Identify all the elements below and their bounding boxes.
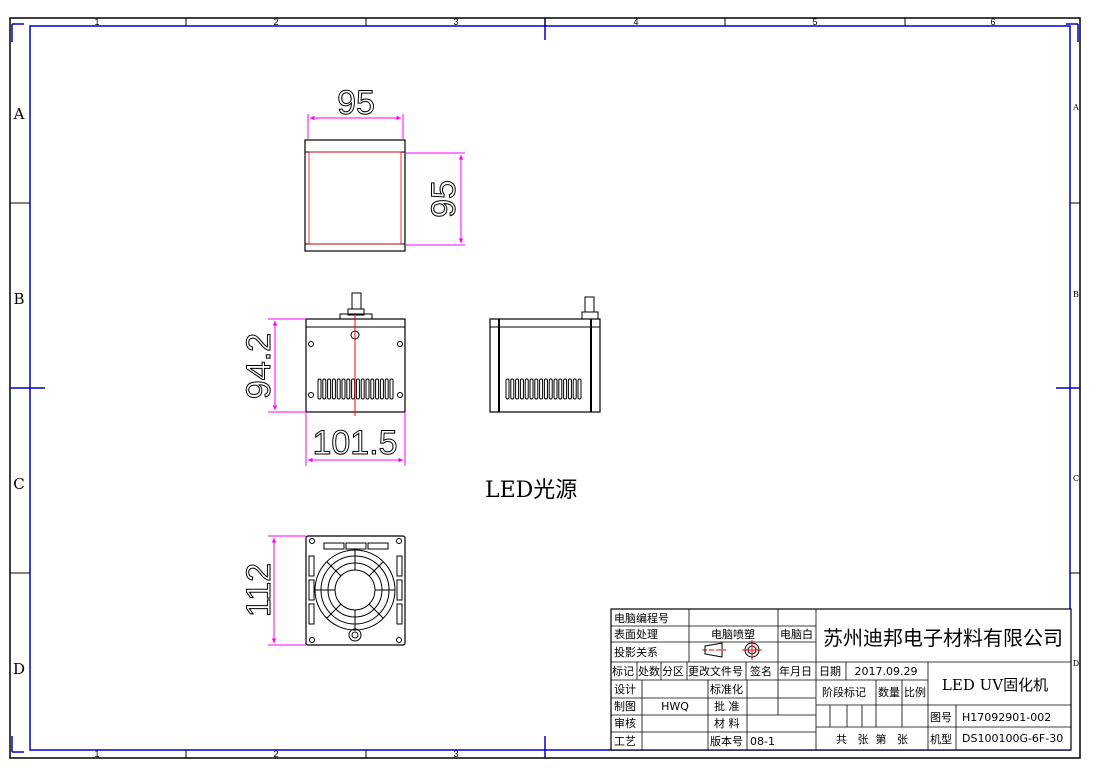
label-projection: 投影关系 — [614, 645, 658, 659]
vent-slot — [322, 378, 327, 400]
dimension-top-width: 95 — [337, 84, 375, 122]
rev-header: 标记 — [612, 664, 634, 678]
vent-slot — [351, 378, 356, 400]
vent-slot — [355, 378, 360, 400]
dimension-top-height: 95 — [425, 180, 463, 218]
vent-slot — [389, 378, 394, 400]
vent-slot — [529, 378, 534, 400]
column-label: 4 — [633, 17, 638, 27]
product-name: LED UV固化机 — [942, 676, 1048, 694]
vent-slot — [365, 378, 370, 400]
vent-slot — [375, 378, 380, 400]
front-view: 94.2 101.5 — [240, 292, 406, 466]
vent-slot — [577, 378, 582, 400]
vent-slot — [336, 378, 341, 400]
label-review: 审核 — [614, 716, 636, 730]
top-view: 95 95 — [304, 84, 465, 252]
column-label: 6 — [990, 17, 995, 27]
label-stage: 阶段标记 — [822, 685, 866, 699]
vent-slot — [341, 378, 346, 400]
bottom-view: 112 — [240, 535, 406, 646]
vent-slot — [331, 378, 336, 400]
label-process: 工艺 — [614, 735, 636, 748]
vent-slot — [360, 378, 365, 400]
vent-slot — [534, 378, 539, 400]
row-label: D — [1073, 659, 1079, 668]
row-label: D — [13, 660, 25, 678]
vent-slot — [567, 378, 572, 400]
dimension-front-width: 101.5 — [312, 424, 397, 462]
label-program-no: 电脑编程号 — [614, 611, 669, 625]
row-label: A — [1072, 103, 1079, 112]
column-label: 2 — [273, 749, 278, 759]
version-value: 08-1 — [750, 735, 775, 748]
dimension-front-height: 94.2 — [240, 333, 278, 399]
vent-slot — [572, 378, 577, 400]
drawer-value: HWQ — [661, 700, 689, 713]
row-label: B — [13, 290, 24, 308]
label-surface-treatment: 表面处理 — [614, 627, 658, 641]
label-drawing-no: 图号 — [930, 711, 952, 724]
label-version: 版本号 — [710, 734, 743, 748]
surface-treatment-value: 电脑喷塑 — [711, 627, 755, 641]
column-label: 1 — [94, 17, 99, 27]
vent-slot — [553, 378, 558, 400]
rev-header: 签名 — [750, 664, 772, 678]
date-value: 2017.09.29 — [855, 665, 918, 678]
vent-slot — [384, 378, 389, 400]
rev-header: 分区 — [662, 665, 684, 678]
side-view — [489, 296, 601, 413]
column-label: 1 — [94, 749, 99, 759]
model-value: DS100100G-6F-30 — [962, 732, 1063, 745]
rev-header: 更改文件号 — [688, 664, 743, 678]
vent-slot — [548, 378, 553, 400]
zone-ticks — [10, 18, 1080, 758]
vent-slot — [370, 378, 375, 400]
vent-slot — [563, 378, 568, 400]
vent-slot — [543, 378, 548, 400]
row-label: C — [1073, 474, 1079, 483]
center-marks — [10, 18, 1080, 758]
row-label: A — [13, 105, 25, 123]
vent-slot — [539, 378, 544, 400]
vent-slot — [524, 378, 529, 400]
drawing-no-value: H17092901-002 — [962, 711, 1051, 724]
vent-slot — [327, 378, 332, 400]
sheet-count: 共 张 第 张 — [836, 732, 908, 746]
vent-slot — [510, 378, 515, 400]
title-block: 电脑编程号 表面处理 电脑喷塑 电脑白 投影关系 苏州迪邦电子材料有限公司 标记… — [610, 608, 1072, 751]
label-approve: 批 准 — [714, 699, 740, 713]
vent-slot — [346, 378, 351, 400]
row-label: B — [1073, 290, 1079, 299]
vent-slot — [379, 378, 384, 400]
vent-slot — [515, 378, 520, 400]
company-name: 苏州迪邦电子材料有限公司 — [823, 627, 1063, 650]
label-drawing: 制图 — [614, 700, 636, 713]
vent-slot — [519, 378, 524, 400]
view-label: LED光源 — [485, 478, 577, 503]
label-material: 材 料 — [714, 716, 740, 730]
label-date: 日期 — [819, 665, 841, 678]
label-scale: 比例 — [904, 685, 926, 699]
rev-header: 处数 — [638, 665, 660, 678]
color-value: 电脑白 — [780, 627, 813, 641]
label-standardization: 标准化 — [710, 682, 743, 696]
column-label: 2 — [273, 17, 278, 27]
vent-slot — [317, 378, 322, 400]
vent-slot — [558, 378, 563, 400]
vent-slot — [505, 378, 510, 400]
column-label: 3 — [453, 17, 458, 27]
rev-header: 年月日 — [779, 664, 812, 678]
label-model: 机型 — [930, 732, 952, 746]
label-design: 设计 — [614, 683, 636, 696]
label-quantity: 数量 — [878, 686, 900, 699]
column-label: 5 — [812, 17, 817, 27]
row-label: C — [13, 475, 24, 493]
column-label: 3 — [453, 749, 458, 759]
dimension-bottom-height: 112 — [240, 563, 278, 617]
